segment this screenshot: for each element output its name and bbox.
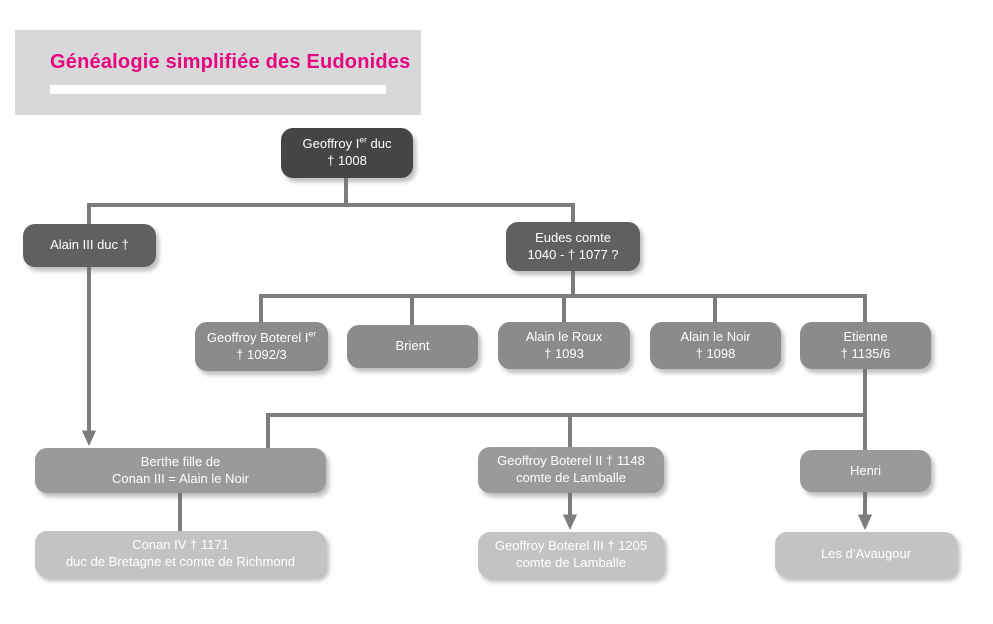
node-conan-iv: Conan IV † 1171 duc de Bretagne et comte…	[35, 531, 326, 577]
page-title: Généalogie simplifiée des Eudonides	[50, 51, 411, 73]
node-alain-le-roux: Alain le Roux † 1093	[498, 322, 630, 369]
node-eudes: Eudes comte 1040 - † 1077 ?	[506, 222, 640, 271]
node-geoffroy-boterel-iii: Geoffroy Boterel III † 1205 comte de Lam…	[478, 532, 664, 578]
node-etienne: Etienne † 1135/6	[800, 322, 931, 369]
node-alain-iii: Alain III duc †	[23, 224, 156, 267]
node-geoffroy-1er-duc: Geoffroy Ier duc † 1008	[281, 128, 413, 178]
title-card: Généalogie simplifiée des Eudonides	[15, 30, 421, 115]
node-alain-le-noir: Alain le Noir † 1098	[650, 322, 781, 369]
node-berthe: Berthe fille de Conan III = Alain le Noi…	[35, 448, 326, 493]
node-les-d-avaugour: Les d’Avaugour	[775, 532, 957, 577]
title-underline	[50, 85, 386, 94]
node-geoffroy-boterel-ii: Geoffroy Boterel II † 1148 comte de Lamb…	[478, 447, 664, 493]
connector-gen2-bracket	[87, 203, 575, 226]
connector-gen4-bracket	[266, 413, 865, 450]
node-geoffroy-boterel-1er: Geoffroy Boterel Ier † 1092/3	[195, 322, 328, 371]
node-brient: Brient	[347, 325, 478, 368]
node-henri: Henri	[800, 450, 931, 492]
